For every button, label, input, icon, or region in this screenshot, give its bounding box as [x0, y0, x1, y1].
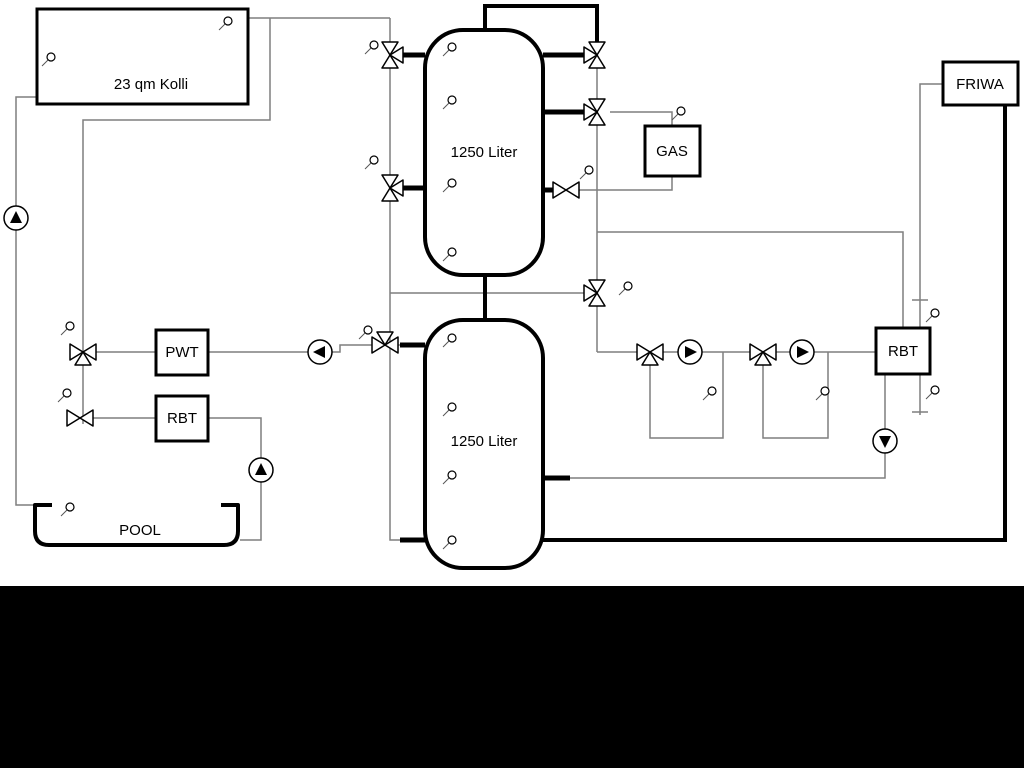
- buffer-tank-1-label: 1250 Liter: [451, 144, 518, 161]
- pool-label: POOL: [119, 522, 161, 539]
- tank-port-stubs: [400, 52, 584, 543]
- pump-icon-heating-circuit-2: [789, 339, 815, 365]
- letterbox-bottom: [0, 586, 1024, 768]
- solar-collector-label: 23 qm Kolli: [114, 76, 188, 93]
- rbt-left-body: [154, 394, 210, 443]
- buffer-tank-1-body: [423, 28, 545, 277]
- gas-boiler-body: [643, 124, 702, 178]
- pump-icon-heating-circuit-1: [677, 339, 703, 365]
- gas-boiler: GAS: [643, 124, 702, 178]
- rbt-right-body: [874, 326, 932, 376]
- gas-boiler-label: GAS: [656, 143, 688, 160]
- pump-icon-pool-return: [248, 457, 274, 483]
- solar-collector: 23 qm Kolli: [35, 7, 250, 106]
- rbt-right-label: RBT: [888, 343, 918, 360]
- friwa-body: [941, 60, 1020, 107]
- friwa-label: FRIWA: [956, 76, 1004, 93]
- rbt-unit-left: RBT: [154, 394, 210, 443]
- buffer-tank-2: 1250 Liter: [423, 318, 545, 570]
- pwt-label: PWT: [165, 344, 198, 361]
- pump-icon-pwt-charge: [307, 339, 333, 365]
- buffer-tank-1: 1250 Liter: [423, 28, 545, 277]
- solar-collector-body: [35, 7, 250, 106]
- rbt-unit-right: RBT: [874, 326, 932, 376]
- pool-outline: [33, 503, 240, 547]
- rbt-left-label: RBT: [167, 410, 197, 427]
- buffer-tank-2-body: [423, 318, 545, 570]
- pump-icon-rbt-right: [872, 428, 898, 454]
- pool-basin: POOL: [33, 503, 240, 547]
- pwt-body: [154, 328, 210, 377]
- friwa-module: FRIWA: [941, 60, 1020, 107]
- pump-icon-solar-riser: [3, 205, 29, 231]
- buffer-tank-2-label: 1250 Liter: [451, 433, 518, 450]
- heat-exchanger-pwt: PWT: [154, 328, 210, 377]
- pipe-network-black: [483, 4, 1007, 542]
